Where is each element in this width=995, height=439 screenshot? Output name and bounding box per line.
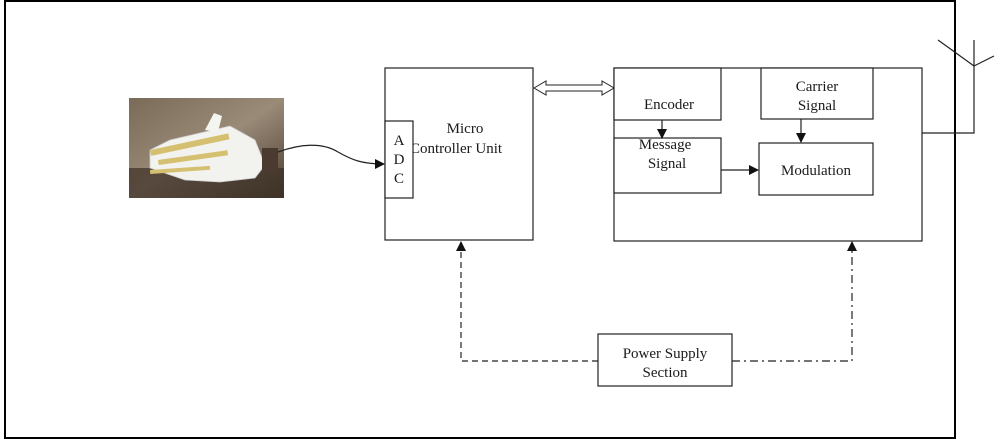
modulation-box bbox=[758, 142, 874, 196]
power-to-transmitter-dashdot-arrow bbox=[732, 241, 857, 362]
mcu-label-line2: Controller Unit bbox=[410, 141, 503, 157]
carrier-signal-line1: Carrier bbox=[796, 79, 838, 95]
adc-letter-d: D bbox=[394, 152, 405, 168]
bidirectional-arrow bbox=[533, 80, 615, 96]
outer-frame bbox=[4, 0, 956, 439]
adc-letter-c: C bbox=[394, 171, 404, 187]
mcu-label-line1: Micro bbox=[447, 121, 484, 137]
carrier-signal-line2: Signal bbox=[798, 98, 836, 114]
power-supply-line1: Power Supply bbox=[623, 346, 708, 362]
power-supply-box bbox=[597, 333, 733, 387]
modulation-label: Modulation bbox=[781, 163, 851, 179]
glove-wire-arrow bbox=[277, 144, 385, 169]
power-supply-line2: Section bbox=[643, 365, 688, 381]
adc-letter-a: A bbox=[394, 133, 405, 149]
message-signal-box bbox=[613, 137, 722, 194]
adc-box bbox=[384, 120, 414, 199]
glove-photo bbox=[129, 98, 284, 198]
message-signal-line2: Signal bbox=[648, 156, 686, 172]
message-signal-line1: Message bbox=[639, 137, 692, 153]
encoder-box bbox=[613, 67, 722, 121]
antenna-icon bbox=[922, 39, 995, 134]
power-to-mcu-dashed-arrow bbox=[456, 241, 598, 362]
carrier-signal-box bbox=[760, 67, 874, 120]
encoder-label: Encoder bbox=[644, 97, 694, 113]
